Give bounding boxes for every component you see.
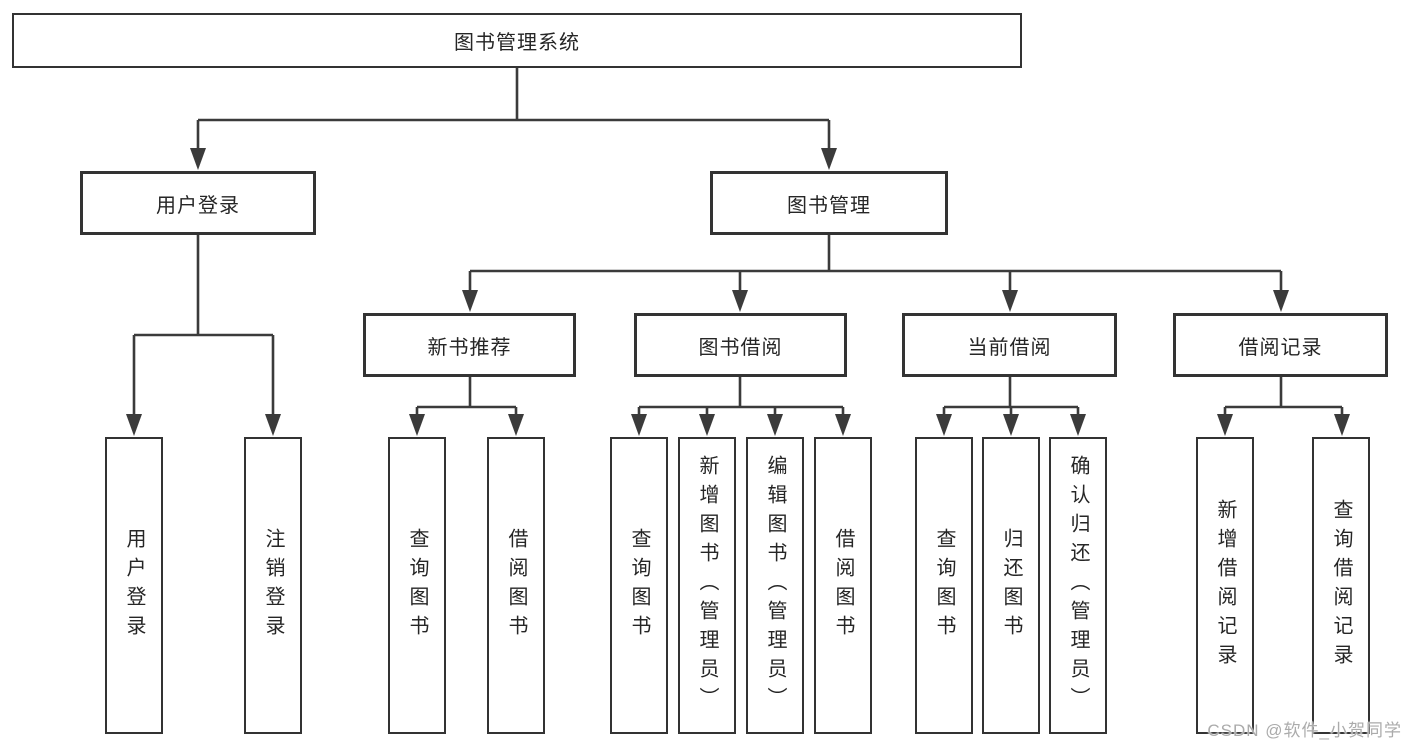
leaf-label: 编辑图书（管理员） <box>764 455 786 716</box>
node-book-borrow: 图书借阅 <box>634 313 847 377</box>
leaf-borrow-books-recommend: 借阅图书 <box>487 437 545 734</box>
node-book-management: 图书管理 <box>710 171 948 235</box>
leaf-label: 查询借阅记录 <box>1330 498 1352 673</box>
leaf-query-books-current: 查询图书 <box>915 437 973 734</box>
leaf-query-books-recommend: 查询图书 <box>388 437 446 734</box>
node-user-login: 用户登录 <box>80 171 316 235</box>
node-label: 用户登录 <box>156 194 240 217</box>
node-borrow-record: 借阅记录 <box>1173 313 1388 377</box>
leaf-label: 查询图书 <box>933 527 955 644</box>
leaf-label: 注销登录 <box>262 527 284 644</box>
node-label: 图书管理 <box>787 194 871 217</box>
csdn-watermark: CSDN @软件_小贺同学 <box>1207 721 1402 740</box>
leaf-label: 新增借阅记录 <box>1214 498 1236 673</box>
leaf-query-books-borrow: 查询图书 <box>610 437 668 734</box>
node-library-management-system: 图书管理系统 <box>12 13 1022 68</box>
leaf-borrow-books: 借阅图书 <box>814 437 872 734</box>
node-label: 借阅记录 <box>1238 336 1323 359</box>
leaf-label: 用户登录 <box>123 527 145 644</box>
leaf-confirm-return-admin: 确认归还（管理员） <box>1049 437 1107 734</box>
leaf-label: 查询图书 <box>406 527 428 644</box>
leaf-edit-books-admin: 编辑图书（管理员） <box>746 437 804 734</box>
leaf-label: 新增图书（管理员） <box>696 455 718 716</box>
node-label: 当前借阅 <box>967 336 1052 359</box>
leaf-user-login: 用户登录 <box>105 437 163 734</box>
node-label: 图书管理系统 <box>454 32 580 54</box>
leaf-logout: 注销登录 <box>244 437 302 734</box>
node-label: 新书推荐 <box>427 336 512 359</box>
node-current-borrow: 当前借阅 <box>902 313 1117 377</box>
leaf-label: 借阅图书 <box>832 527 854 644</box>
leaf-return-books: 归还图书 <box>982 437 1040 734</box>
node-new-book-recommend: 新书推荐 <box>363 313 576 377</box>
leaf-query-borrow-record: 查询借阅记录 <box>1312 437 1370 734</box>
leaf-label: 查询图书 <box>628 527 650 644</box>
node-label: 图书借阅 <box>698 336 783 359</box>
leaf-label: 借阅图书 <box>505 527 527 644</box>
leaf-add-borrow-record: 新增借阅记录 <box>1196 437 1254 734</box>
leaf-label: 归还图书 <box>1000 527 1022 644</box>
leaf-label: 确认归还（管理员） <box>1067 455 1089 716</box>
leaf-add-books-admin: 新增图书（管理员） <box>678 437 736 734</box>
